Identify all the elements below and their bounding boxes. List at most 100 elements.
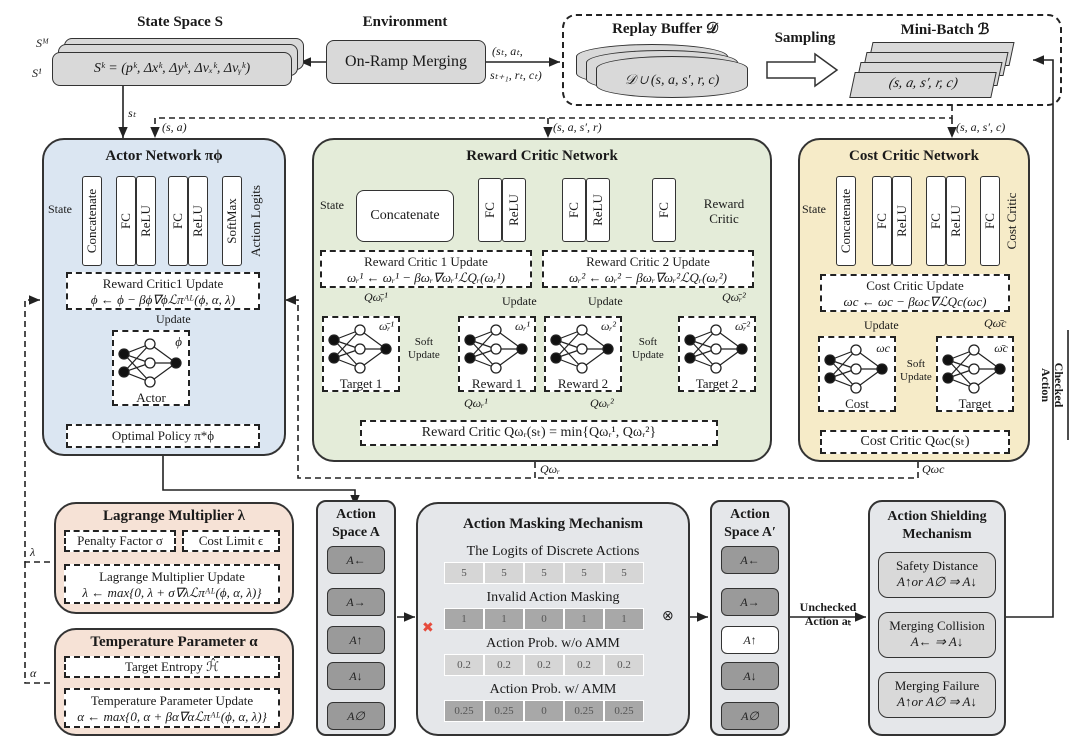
actor-layer-softmax: SoftMax bbox=[222, 176, 242, 266]
layer-label: ReLU bbox=[948, 205, 963, 237]
sampling-arrow-icon bbox=[766, 52, 839, 88]
cost-critic-panel: Cost Critic Network State Concatenate FC… bbox=[798, 138, 1030, 462]
actor-update-formula: ϕ ← ϕ − βϕ∇ϕℒπᴬᴸ(ϕ, α, λ) bbox=[90, 292, 236, 307]
actor-update-title: Reward Critic1 Update bbox=[102, 276, 224, 291]
action-button[interactable]: A← bbox=[327, 546, 385, 574]
flow-label-sa: (s, a) bbox=[162, 120, 187, 134]
title-line: Action bbox=[336, 507, 376, 522]
net-label: Cost bbox=[845, 396, 869, 411]
env-output-bottom: sₜ₊₁, rₜ, cₜ) bbox=[490, 68, 542, 82]
action-button[interactable]: A→ bbox=[721, 588, 779, 616]
action-button[interactable]: A↓ bbox=[721, 662, 779, 690]
mask-cell: 0.2 bbox=[564, 654, 604, 676]
action-space-a2-title: Action Space A′ bbox=[712, 506, 788, 542]
cost-layer-fc2: FC bbox=[926, 176, 946, 266]
shield-rule-name: Safety Distance bbox=[896, 558, 978, 573]
layer-label: ReLU bbox=[590, 194, 605, 226]
update-word: Update bbox=[408, 349, 440, 361]
q-reward1-label: Qωᵣ¹ bbox=[464, 396, 488, 410]
neural-net-icon bbox=[942, 344, 1006, 394]
action-space-a2-panel: Action Space A′ A← A→ A↑ A↓ A∅ bbox=[710, 500, 790, 736]
state-label-1: S¹ bbox=[32, 66, 42, 80]
q-cost-target-label: Qω̄c bbox=[984, 316, 1007, 330]
title-line: Mechanism bbox=[902, 527, 972, 542]
actor-layer-fc1: FC bbox=[116, 176, 136, 266]
penalty-factor-box: Penalty Factor σ bbox=[64, 530, 176, 552]
neural-net-icon bbox=[684, 324, 748, 374]
net-param: ω̄ᵣ² bbox=[734, 319, 750, 333]
temperature-update-box: Temperature Parameter Update α ← max{0, … bbox=[64, 688, 280, 728]
mask-cell: 5 bbox=[604, 562, 644, 584]
soft-word: Soft bbox=[414, 336, 434, 348]
mask-cell: 5 bbox=[524, 562, 564, 584]
layer-label: FC bbox=[656, 202, 671, 218]
layer-label: FC bbox=[170, 213, 185, 229]
action-word: Action bbox=[1039, 367, 1053, 402]
unchecked-action-label: Unchecked Action aₜ bbox=[792, 600, 864, 628]
state-space-title: State Space S bbox=[137, 14, 223, 30]
cost-layer-fc1: FC bbox=[872, 176, 892, 266]
q-target2-label: Qω̄ᵣ² bbox=[722, 290, 746, 304]
optimal-policy-box: Optimal Policy π*ϕ bbox=[66, 424, 260, 448]
net-param: ωᵣ¹ bbox=[514, 319, 530, 333]
action-button[interactable]: A↑ bbox=[721, 626, 779, 654]
mask-cell: 0.2 bbox=[604, 654, 644, 676]
shield-rule-formula: A← ⇒ A↓ bbox=[910, 634, 964, 649]
layer-label: ReLU bbox=[894, 205, 909, 237]
reward-output-label: Reward Critic bbox=[703, 196, 745, 226]
actor-net-label: Actor bbox=[136, 390, 166, 405]
on-ramp-merging-box[interactable]: On-Ramp Merging bbox=[326, 40, 486, 84]
reward-layer-relu1: ReLU bbox=[502, 178, 526, 242]
action-button[interactable]: A∅ bbox=[327, 702, 385, 730]
cost-layer-concatenate: Concatenate bbox=[836, 176, 856, 266]
cost-output: Cost Critic bbox=[1002, 176, 1022, 266]
action-button[interactable]: A← bbox=[721, 546, 779, 574]
action-button[interactable]: A↓ bbox=[327, 662, 385, 690]
q-target1-label: Qω̄ᵣ¹ bbox=[364, 290, 388, 304]
mask-row-label: The Logits of Discrete Actions bbox=[466, 544, 640, 559]
mini-batch-sheet: (s, a, s′, r, c) bbox=[849, 72, 997, 98]
actor-title: Actor Network πϕ bbox=[105, 148, 223, 164]
shield-rule-name: Merging Failure bbox=[894, 678, 980, 693]
shield-rule-name: Merging Collision bbox=[889, 618, 985, 633]
action-button[interactable]: A∅ bbox=[721, 702, 779, 730]
replay-buffer-disk: 𝒟 ∪ (s, a, s′, r, c) bbox=[596, 56, 748, 98]
actor-output-label: Action Logits bbox=[248, 185, 263, 257]
temperature-update-title: Temperature Parameter Update bbox=[90, 693, 254, 708]
mask-cell: 0.25 bbox=[444, 700, 484, 722]
reward-critic-result-box: Reward Critic Qωᵣ(sₜ) = min{Qωᵣ¹, Qωᵣ²} bbox=[360, 420, 718, 446]
reward-layer-concatenate: Concatenate bbox=[356, 190, 454, 242]
soft-word: Soft bbox=[906, 358, 926, 370]
lagrange-update-formula: λ ← max{0, λ + σ∇λℒπᴬᴸ(ϕ, α, λ)} bbox=[82, 585, 262, 600]
mask-cell: 0 bbox=[524, 608, 564, 630]
lagrange-update-box: Lagrange Multiplier Update λ ← max{0, λ … bbox=[64, 564, 280, 604]
mask-cell: 1 bbox=[444, 608, 484, 630]
blocked-x-icon: ✖ bbox=[422, 621, 434, 636]
net-label: Target bbox=[958, 396, 992, 411]
action-space-a-title: Action Space A bbox=[318, 506, 394, 542]
mask-cell: 1 bbox=[564, 608, 604, 630]
neural-net-icon bbox=[464, 324, 528, 374]
cost-input-label: State bbox=[802, 202, 826, 216]
mask-cell: 1 bbox=[484, 608, 524, 630]
net-param: ωc bbox=[876, 341, 890, 355]
masking-title: Action Masking Mechanism bbox=[463, 516, 643, 532]
update-word: Update bbox=[632, 349, 664, 361]
cost-update-title: Cost Critic Update bbox=[866, 278, 964, 293]
cost-output-label: Cost Critic bbox=[1004, 192, 1019, 250]
actor-layer-relu2: ReLU bbox=[188, 176, 208, 266]
soft-word: Soft bbox=[638, 336, 658, 348]
layer-label: SoftMax bbox=[224, 198, 239, 244]
sampling-label: Sampling bbox=[774, 30, 836, 46]
mask-cell: 5 bbox=[564, 562, 604, 584]
actor-layer-relu1: ReLU bbox=[136, 176, 156, 266]
mask-cell: 0 bbox=[524, 700, 564, 722]
mini-batch-title: Mini-Batch ℬ bbox=[900, 22, 990, 38]
action-button[interactable]: A↑ bbox=[327, 626, 385, 654]
action-button[interactable]: A→ bbox=[327, 588, 385, 616]
layer-label: ReLU bbox=[138, 205, 153, 237]
replay-buffer-title: Replay Buffer 𝒟 bbox=[612, 21, 718, 37]
action-space-a-panel: Action Space A A← A→ A↑ A↓ A∅ bbox=[316, 500, 396, 736]
